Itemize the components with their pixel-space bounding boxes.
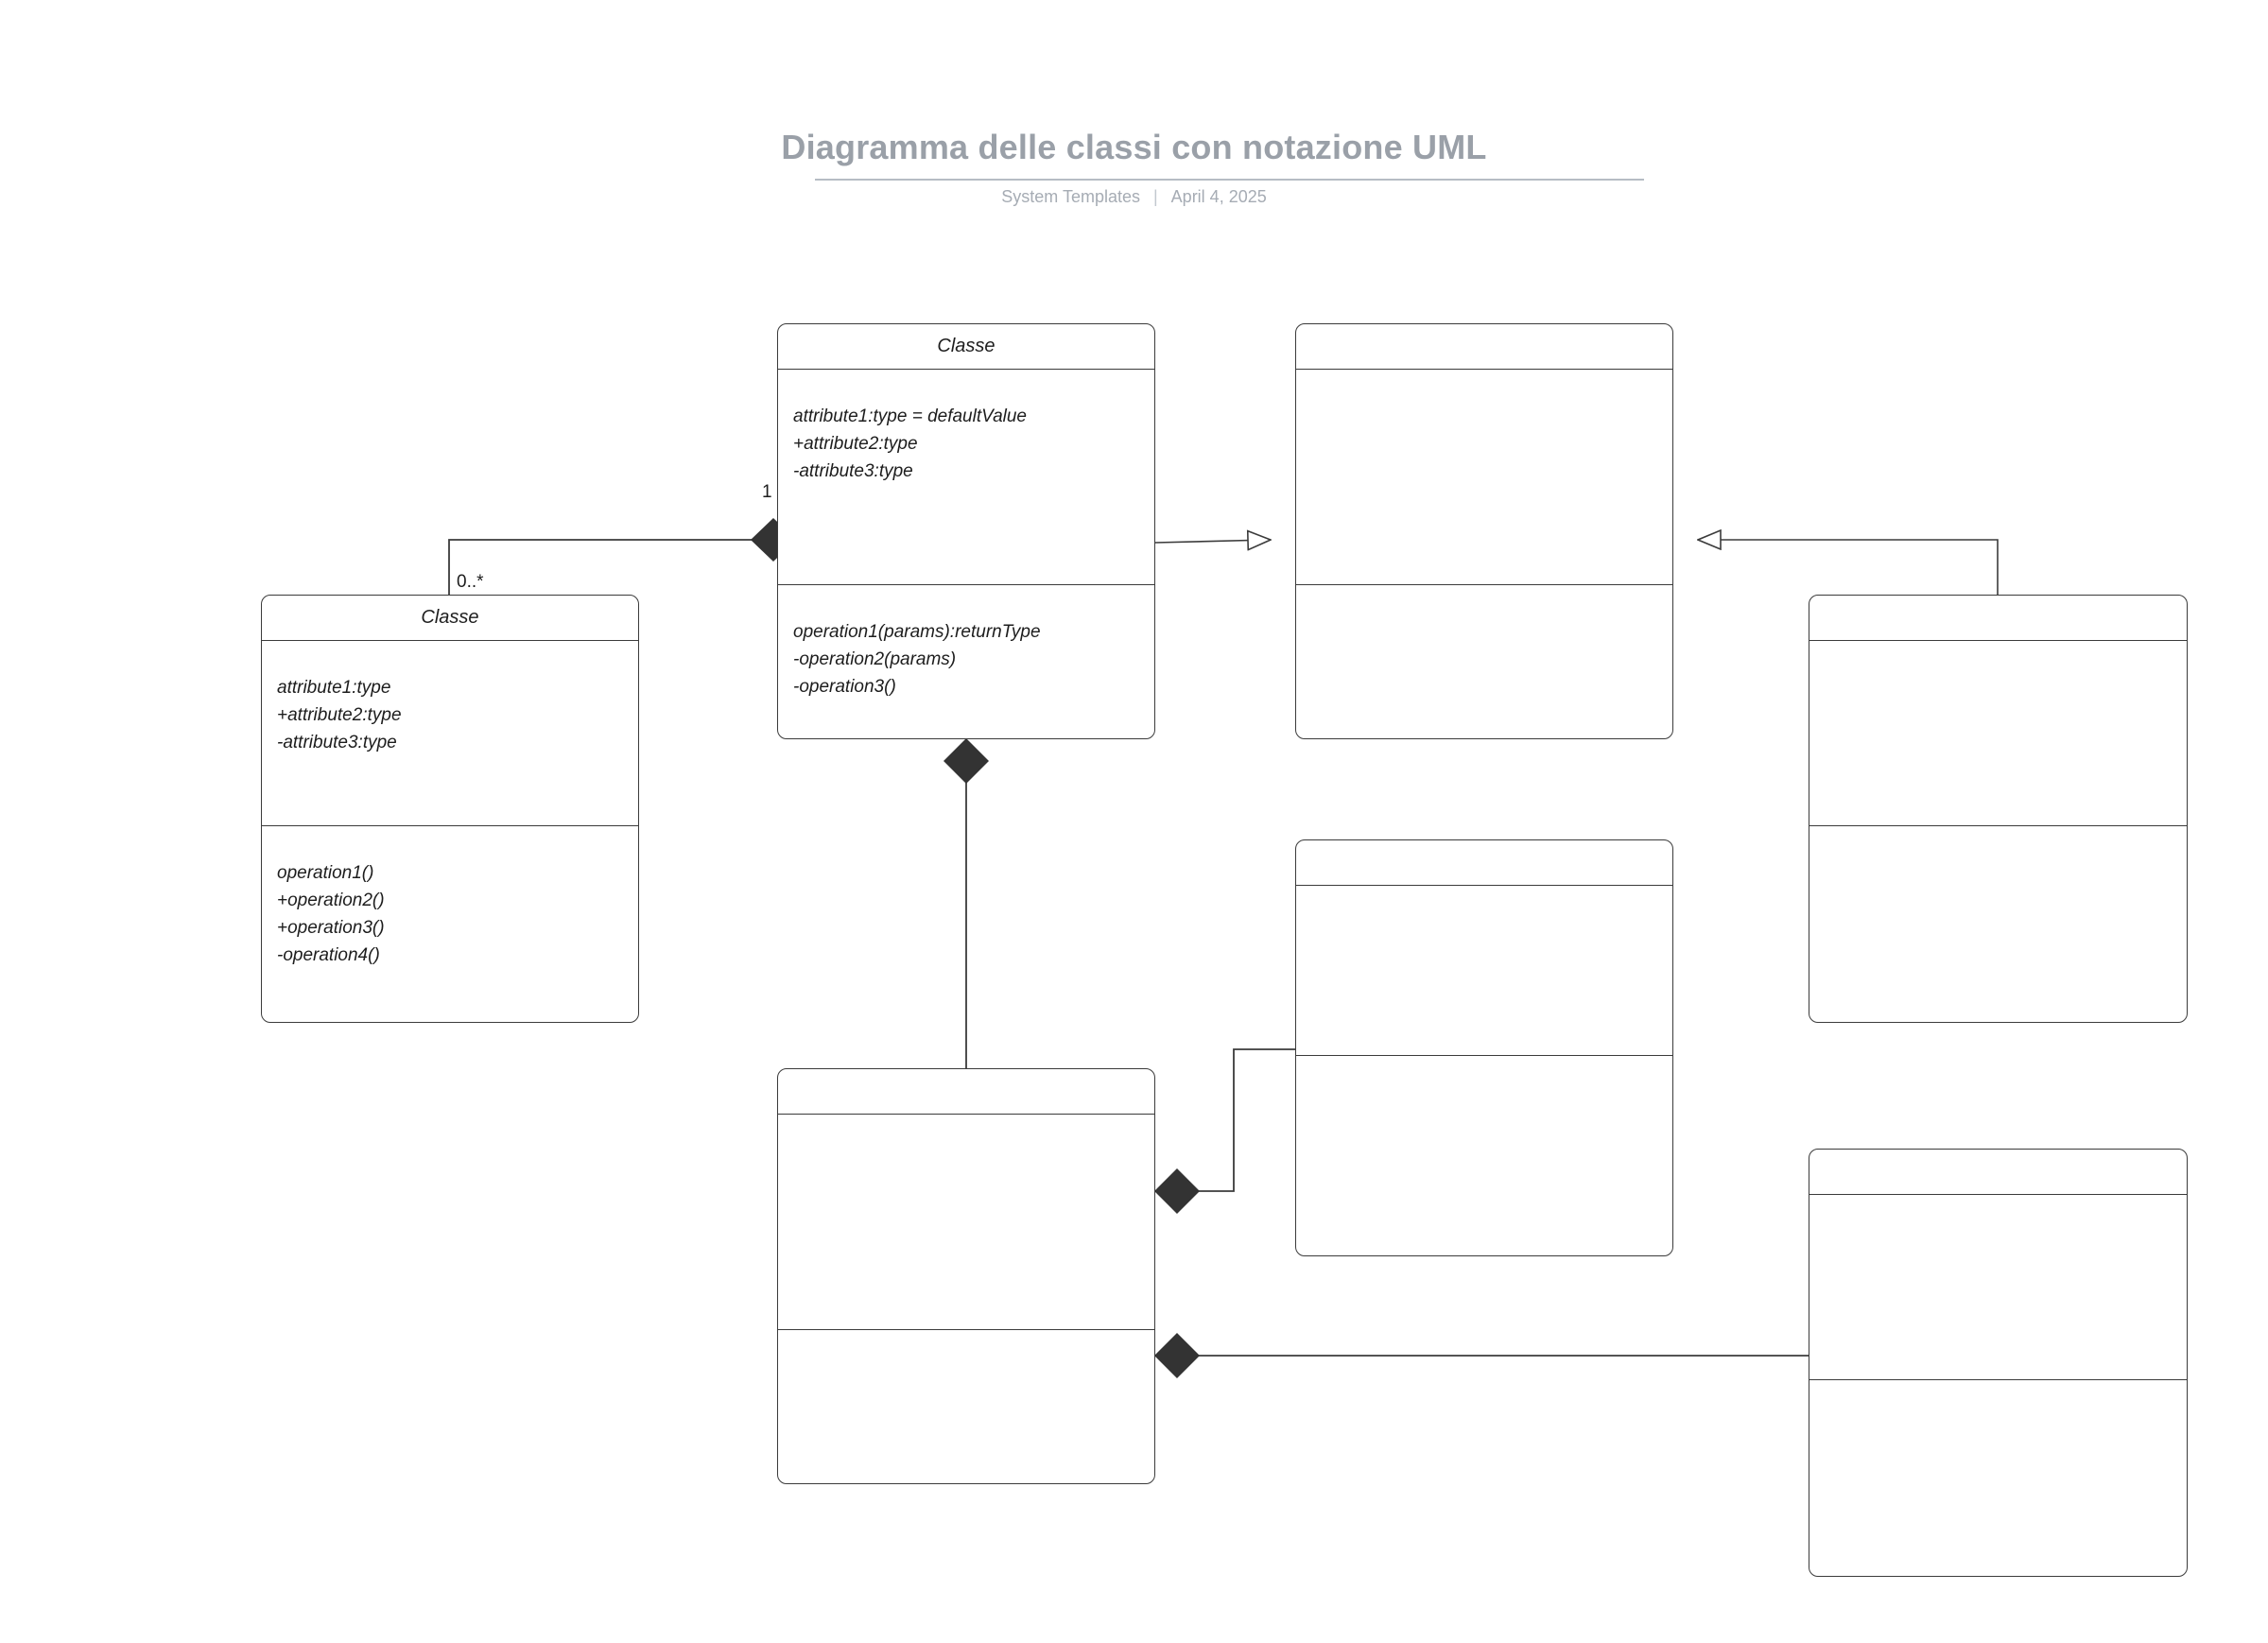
uml-attributes-compartment	[1296, 370, 1672, 585]
uml-operation: operation1()	[277, 863, 374, 883]
uml-operation: +operation3()	[277, 917, 385, 938]
uml-attribute-list: attribute1:type = defaultValue +attribut…	[778, 370, 1154, 486]
uml-class-right-top[interactable]	[1809, 595, 2188, 1023]
uml-class-right-bottom[interactable]	[1809, 1149, 2188, 1577]
title-divider	[815, 179, 1644, 181]
uml-operations-compartment	[1296, 1056, 1672, 1254]
uml-class-name	[1809, 596, 2187, 641]
uml-attributes-compartment	[1809, 1195, 2187, 1380]
uml-class-name	[778, 1069, 1154, 1115]
uml-class-left[interactable]: Classe attribute1:type +attribute2:type …	[261, 595, 639, 1023]
uml-operation-list: operation1(params):returnType -operation…	[778, 585, 1154, 701]
uml-operation: -operation4()	[277, 944, 380, 965]
uml-attributes-compartment	[1296, 886, 1672, 1056]
document-date: April 4, 2025	[1170, 187, 1267, 206]
document-meta: System Templates | April 4, 2025	[0, 187, 2268, 207]
uml-operations-compartment	[1296, 585, 1672, 738]
uml-operation: -operation2(params)	[793, 649, 957, 669]
uml-attribute-list: attribute1:type +attribute2:type -attrib…	[262, 641, 638, 757]
document-header: Diagramma delle classi con notazione UML…	[0, 0, 2268, 227]
multiplicity-label-many: 0..*	[457, 572, 484, 592]
uml-attribute: -attribute3:type	[793, 460, 913, 481]
document-source: System Templates	[1001, 187, 1140, 206]
uml-operations-compartment	[1809, 826, 2187, 1022]
uml-operation: operation1(params):returnType	[793, 622, 1041, 642]
uml-operations-compartment	[1809, 1380, 2187, 1576]
uml-attribute: attribute1:type = defaultValue	[793, 406, 1027, 426]
uml-operations-compartment: operation1() +operation2() +operation3()…	[262, 826, 638, 1022]
uml-class-name: Classe	[778, 324, 1154, 370]
uml-operations-compartment: operation1(params):returnType -operation…	[778, 585, 1154, 738]
composition-diamond-icon	[1154, 1333, 1200, 1378]
uml-operation: -operation3()	[793, 676, 896, 697]
multiplicity-label-one: 1	[762, 482, 772, 502]
relationship-composition-center-centerbottom[interactable]	[944, 738, 989, 1068]
relationship-generalization-right-middle[interactable]	[1698, 540, 1999, 595]
relationship-composition-centerbottom-rightbottom[interactable]	[1154, 1333, 1809, 1378]
uml-attributes-compartment	[1809, 641, 2187, 826]
meta-separator: |	[1152, 187, 1158, 206]
uml-class-name	[1296, 840, 1672, 886]
uml-class-center-bottom[interactable]	[777, 1068, 1155, 1484]
uml-class-name	[1296, 324, 1672, 370]
composition-diamond-icon	[1154, 1168, 1200, 1214]
uml-attribute: attribute1:type	[277, 678, 391, 698]
uml-class-middle-top[interactable]	[1295, 323, 1673, 739]
page-title: Diagramma delle classi con notazione UML	[781, 128, 1487, 166]
uml-operation: +operation2()	[277, 890, 385, 910]
relationship-composition-centerbottom-middlebottom[interactable]	[1154, 1045, 1295, 1214]
uml-attribute: +attribute2:type	[277, 704, 402, 725]
uml-attributes-compartment: attribute1:type +attribute2:type -attrib…	[262, 641, 638, 826]
uml-attribute: -attribute3:type	[277, 732, 397, 752]
uml-class-middle-bottom[interactable]	[1295, 839, 1673, 1256]
relationship-composition-center-left[interactable]	[448, 518, 797, 595]
uml-attributes-compartment: attribute1:type = defaultValue +attribut…	[778, 370, 1154, 585]
uml-class-name: Classe	[262, 596, 638, 641]
uml-operation-list: operation1() +operation2() +operation3()…	[262, 826, 638, 970]
uml-attribute: +attribute2:type	[793, 433, 918, 454]
uml-attributes-compartment	[778, 1115, 1154, 1330]
uml-operations-compartment	[778, 1330, 1154, 1483]
composition-diamond-icon	[944, 738, 989, 784]
uml-class-name	[1809, 1150, 2187, 1195]
uml-class-center[interactable]: Classe attribute1:type = defaultValue +a…	[777, 323, 1155, 739]
relationship-generalization-center-middle[interactable]	[1154, 540, 1271, 543]
